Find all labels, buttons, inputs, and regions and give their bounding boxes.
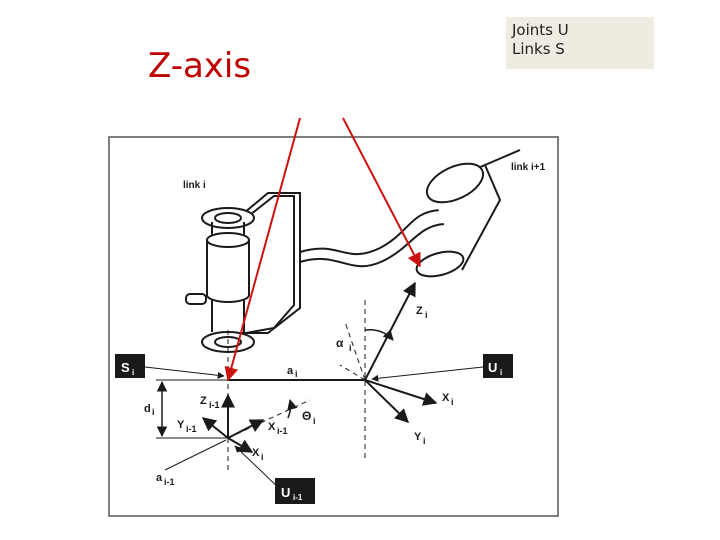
label-alpha-sub: i bbox=[349, 343, 352, 353]
label-zim1-sub: i-1 bbox=[209, 400, 220, 410]
link-connector-tube bbox=[299, 209, 445, 268]
box-uim1 bbox=[275, 478, 315, 504]
label-theta-sub: i bbox=[313, 416, 316, 426]
label-aim1: a bbox=[156, 472, 163, 484]
theta-arc bbox=[287, 398, 298, 419]
xi-continuation-dashed bbox=[339, 364, 366, 381]
red-pointer-left bbox=[224, 117, 301, 382]
label-xi: X bbox=[442, 392, 450, 404]
x-im1-axis bbox=[227, 419, 265, 439]
x-i-low-axis bbox=[227, 437, 254, 453]
label-xi-sub: i bbox=[451, 397, 454, 407]
y-i-axis bbox=[364, 379, 410, 423]
label-zim1: Z bbox=[200, 395, 207, 407]
legend-joints: Joints U bbox=[512, 21, 569, 39]
label-ai-sub: i bbox=[295, 369, 298, 379]
label-di: d bbox=[144, 403, 151, 415]
si-pointer bbox=[144, 366, 225, 379]
label-ai: a bbox=[287, 365, 294, 377]
label-xi-low: X bbox=[252, 447, 260, 459]
aim1-line bbox=[164, 439, 227, 471]
box-ui-label: U bbox=[488, 360, 497, 375]
box-ui-sub: i bbox=[500, 368, 502, 377]
z-im1-parallel-dashed bbox=[344, 321, 366, 381]
label-alpha: α bbox=[336, 336, 344, 350]
y-im1-axis bbox=[201, 417, 229, 439]
alpha-arc bbox=[364, 328, 394, 341]
red-pointer-right bbox=[342, 117, 421, 268]
slide-title: Z-axis bbox=[148, 46, 252, 86]
label-xi-low-sub: i bbox=[261, 452, 264, 462]
label-aim1-sub: i-1 bbox=[164, 477, 175, 487]
box-ui bbox=[483, 354, 513, 378]
label-link-i1: link i+1 bbox=[511, 162, 546, 173]
label-xim1-sub: i-1 bbox=[277, 426, 288, 436]
label-xim1: X bbox=[268, 421, 276, 433]
link-i-body bbox=[237, 192, 301, 334]
label-zi-sub: i bbox=[425, 310, 428, 320]
label-yim1: Y bbox=[177, 419, 185, 431]
link-i1-cylinder bbox=[415, 149, 521, 278]
ui-pointer bbox=[371, 366, 484, 382]
label-link-i: link i bbox=[183, 180, 206, 191]
box-uim1-label: U bbox=[281, 485, 290, 500]
label-yi-sub: i bbox=[423, 436, 426, 446]
label-yim1-sub: i-1 bbox=[186, 424, 197, 434]
box-si-sub: i bbox=[132, 368, 134, 377]
box-si-label: S bbox=[121, 360, 130, 375]
box-si bbox=[115, 354, 145, 378]
label-zi: Z bbox=[416, 305, 423, 317]
legend-links: Links S bbox=[512, 40, 565, 58]
label-di-sub: i bbox=[152, 407, 155, 417]
label-yi: Y bbox=[414, 431, 422, 443]
box-uim1-sub: i-1 bbox=[293, 493, 303, 502]
x-i-axis bbox=[364, 379, 438, 406]
legend-box: Joints U Links S bbox=[506, 17, 654, 69]
label-theta: Θ bbox=[302, 409, 311, 423]
